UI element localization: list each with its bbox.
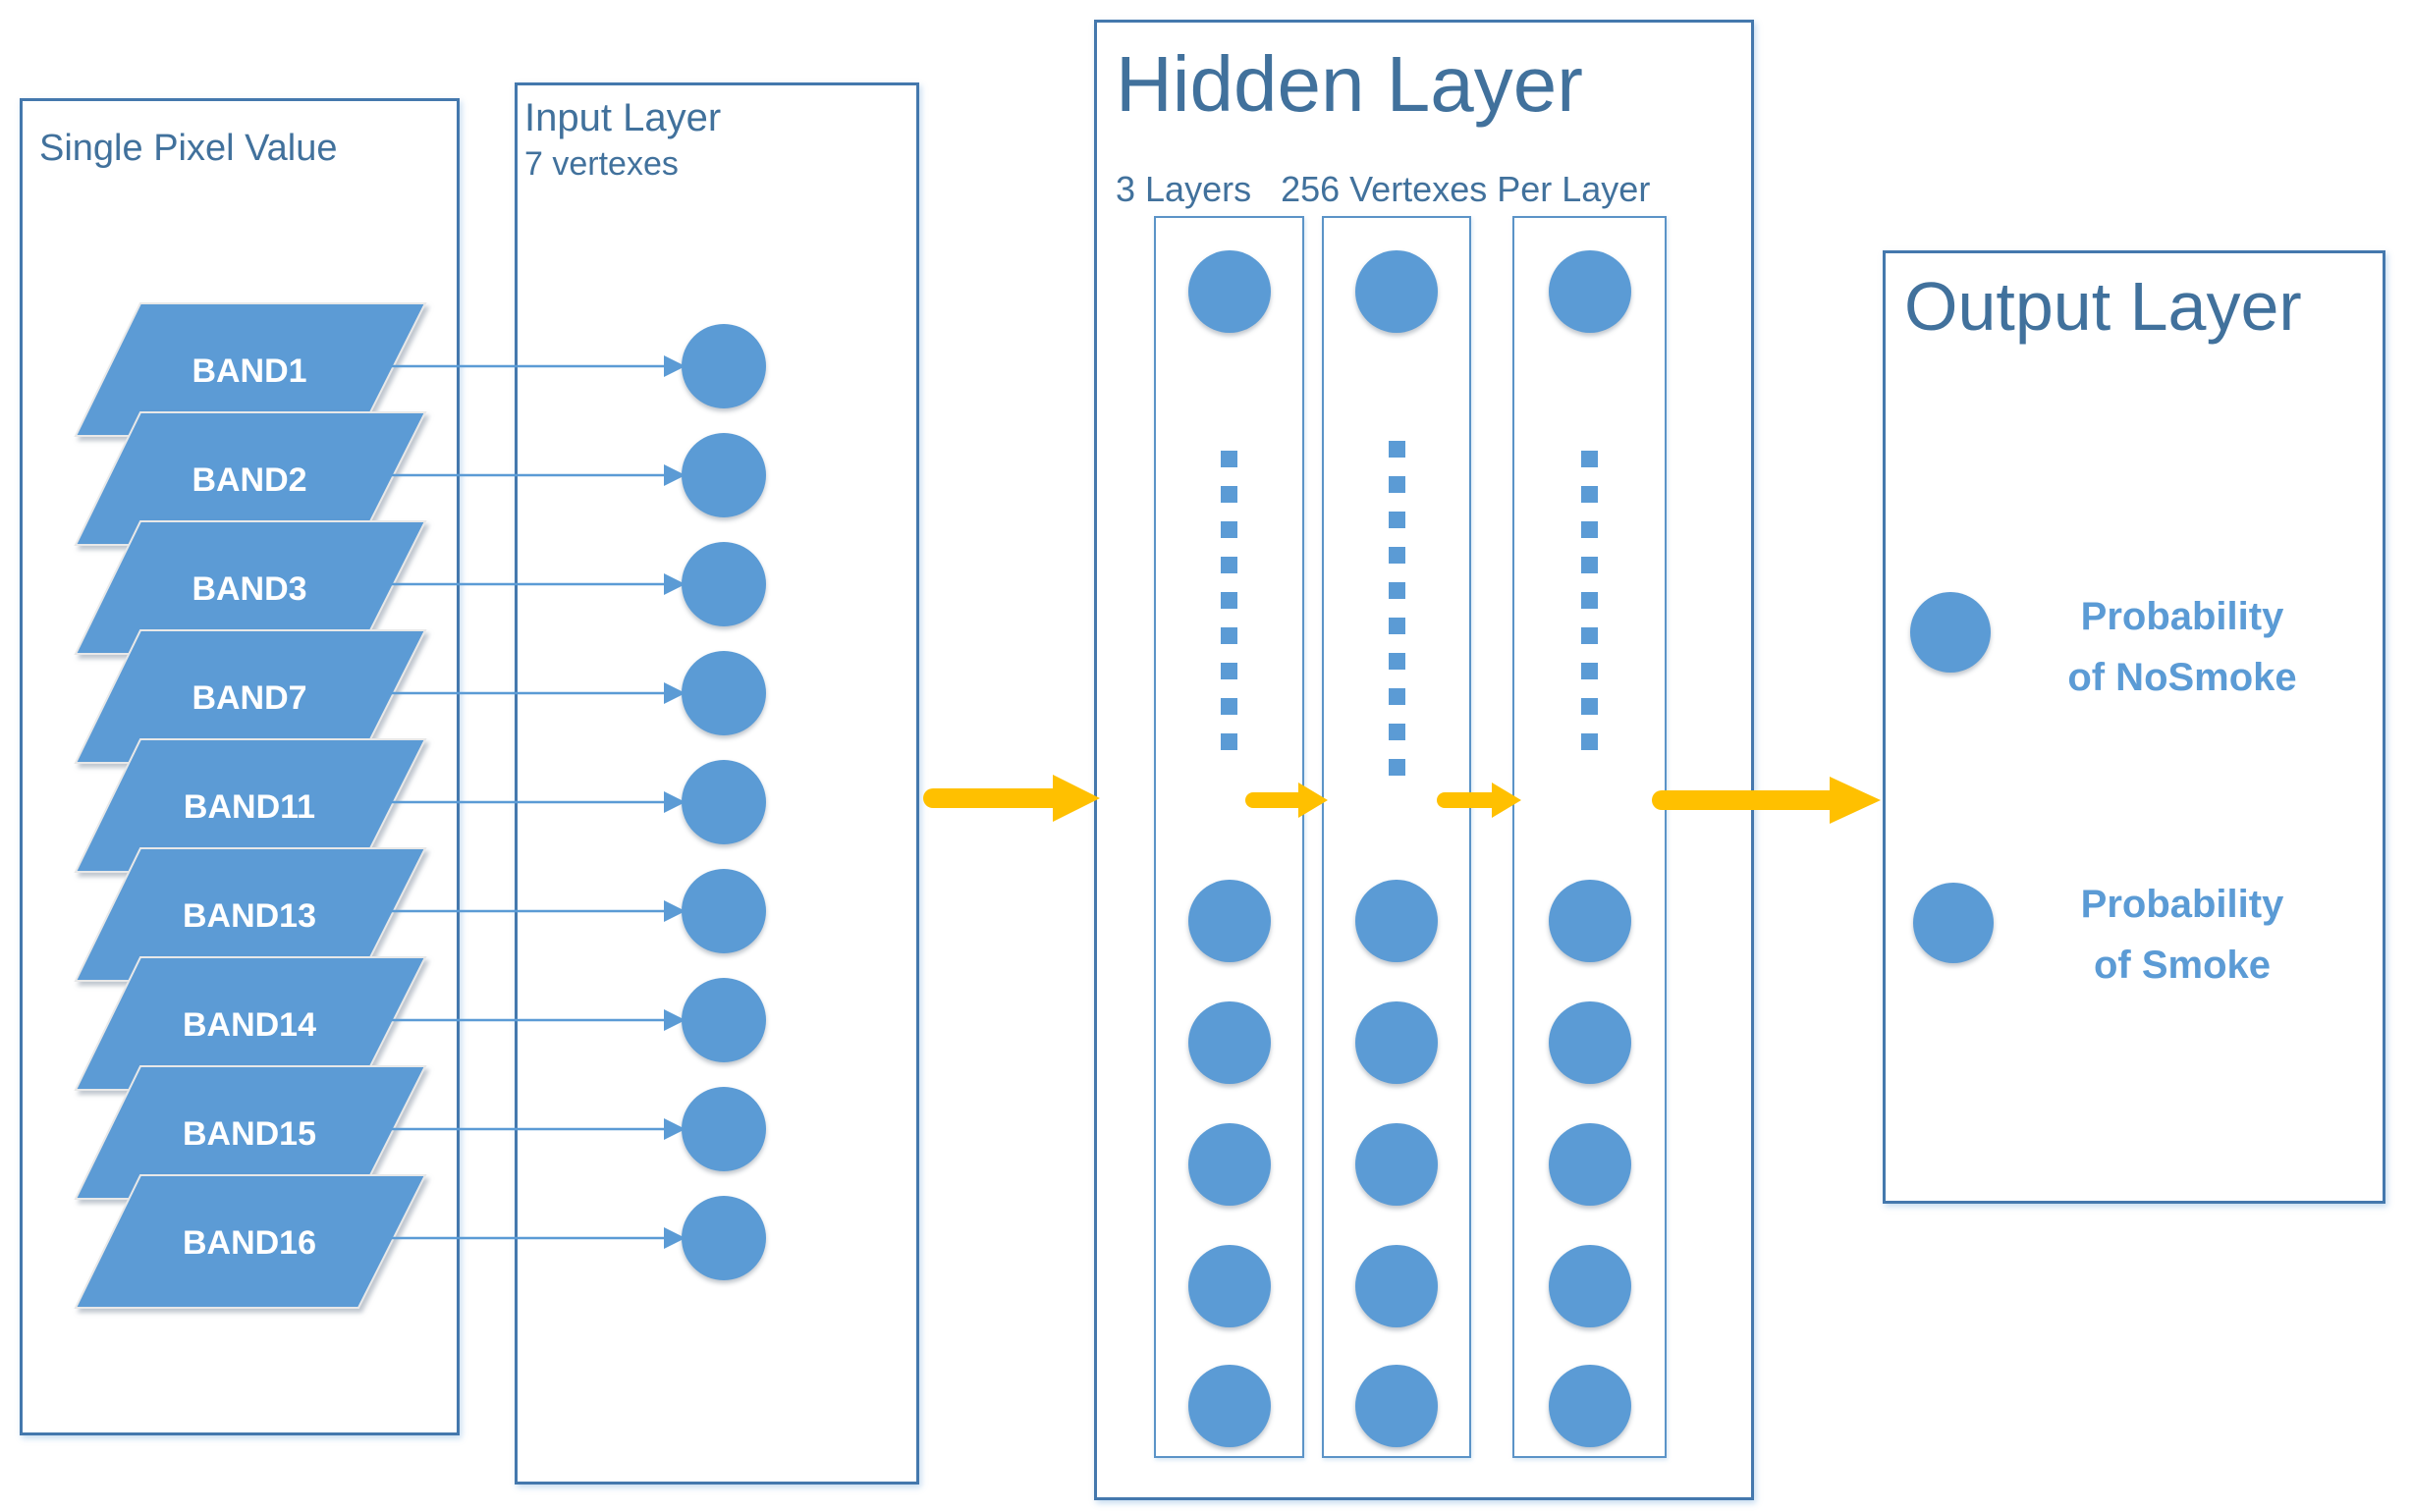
hidden-col1-bottom-vertex-3 bbox=[1187, 1123, 1271, 1206]
arrow-input-to-hidden-head bbox=[1053, 775, 1100, 822]
hidden-col2-ellipsis-dot bbox=[1388, 476, 1405, 493]
hidden-col1-ellipsis-dot bbox=[1221, 592, 1237, 609]
hidden-col3-ellipsis-dot bbox=[1581, 521, 1598, 538]
hidden-col3-bottom-vertex-3 bbox=[1548, 1123, 1631, 1206]
hidden-col3-ellipsis-dot bbox=[1581, 451, 1598, 467]
input-vertex-4 bbox=[682, 651, 766, 735]
input-vertex-2 bbox=[682, 433, 766, 517]
hidden-col3-ellipsis-dot bbox=[1581, 592, 1598, 609]
output-node-nosmoke bbox=[1910, 592, 1991, 673]
output-label-nosmoke: Probability of NoSmoke bbox=[1996, 586, 2369, 708]
hidden-col3-bottom-vertex-5 bbox=[1548, 1365, 1631, 1447]
hidden-col2-bottom-vertex-2 bbox=[1355, 1001, 1438, 1084]
single-pixel-value-box bbox=[20, 98, 460, 1435]
hidden-col2-ellipsis-dot bbox=[1388, 512, 1405, 528]
input-layer-subtitle: 7 vertexes bbox=[524, 145, 679, 183]
hidden-col1-ellipsis-dot bbox=[1221, 663, 1237, 679]
hidden-col2-bottom-vertex-1 bbox=[1355, 880, 1438, 962]
hidden-col1-ellipsis-dot bbox=[1221, 698, 1237, 715]
single-pixel-title: Single Pixel Value bbox=[39, 128, 338, 169]
hidden-col1-bottom-vertex-4 bbox=[1187, 1245, 1271, 1327]
hidden-col1-ellipsis-dot bbox=[1221, 451, 1237, 467]
hidden-col3-ellipsis-dot bbox=[1581, 486, 1598, 503]
hidden-col2-ellipsis-dot bbox=[1388, 759, 1405, 776]
input-vertex-5 bbox=[682, 760, 766, 844]
hidden-col2-ellipsis-dot bbox=[1388, 441, 1405, 458]
hidden-col3-ellipsis-dot bbox=[1581, 557, 1598, 573]
hidden-col3-ellipsis-dot bbox=[1581, 663, 1598, 679]
input-layer-title: Input Layer bbox=[524, 96, 722, 139]
hidden-column-1 bbox=[1154, 216, 1304, 1458]
arrow-hidden-to-output-head bbox=[1830, 777, 1881, 824]
hidden-col3-top-vertex bbox=[1548, 250, 1631, 333]
hidden-col1-bottom-vertex-2 bbox=[1187, 1001, 1271, 1084]
output-label-smoke-line1: Probability bbox=[2080, 883, 2284, 926]
input-vertex-3 bbox=[682, 542, 766, 626]
hidden-col2-ellipsis-dot bbox=[1388, 582, 1405, 599]
hidden-layer-title: Hidden Layer bbox=[1116, 40, 1583, 128]
input-vertex-9 bbox=[682, 1196, 766, 1280]
hidden-col3-ellipsis-dot bbox=[1581, 698, 1598, 715]
hidden-col2-ellipsis-dot bbox=[1388, 724, 1405, 740]
input-vertex-7 bbox=[682, 978, 766, 1062]
hidden-col2-ellipsis-dot bbox=[1388, 618, 1405, 634]
hidden-col3-bottom-vertex-4 bbox=[1548, 1245, 1631, 1327]
hidden-col2-bottom-vertex-4 bbox=[1355, 1245, 1438, 1327]
output-label-smoke: Probability of Smoke bbox=[1996, 874, 2369, 996]
hidden-col2-ellipsis-dot bbox=[1388, 653, 1405, 670]
output-label-nosmoke-line1: Probability bbox=[2080, 595, 2284, 638]
hidden-col2-ellipsis-dot bbox=[1388, 688, 1405, 705]
hidden-col3-ellipsis-dot bbox=[1581, 627, 1598, 644]
output-node-smoke bbox=[1913, 883, 1994, 963]
hidden-col1-ellipsis-dot bbox=[1221, 521, 1237, 538]
hidden-col2-ellipsis-dot bbox=[1388, 547, 1405, 564]
output-label-smoke-line2: of Smoke bbox=[2093, 944, 2272, 987]
hidden-col2-bottom-vertex-5 bbox=[1355, 1365, 1438, 1447]
input-vertex-1 bbox=[682, 324, 766, 408]
hidden-col3-ellipsis-dot bbox=[1581, 733, 1598, 750]
hidden-col2-bottom-vertex-3 bbox=[1355, 1123, 1438, 1206]
output-layer-title: Output Layer bbox=[1904, 268, 2302, 345]
output-label-nosmoke-line2: of NoSmoke bbox=[2067, 656, 2297, 699]
hidden-col1-bottom-vertex-5 bbox=[1187, 1365, 1271, 1447]
hidden-col1-top-vertex bbox=[1187, 250, 1271, 333]
hidden-col2-top-vertex bbox=[1355, 250, 1438, 333]
input-vertex-6 bbox=[682, 869, 766, 953]
hidden-col1-ellipsis-dot bbox=[1221, 557, 1237, 573]
hidden-layer-subtitle: 3 Layers 256 Vertexes Per Layer bbox=[1116, 169, 1651, 209]
hidden-col3-bottom-vertex-2 bbox=[1548, 1001, 1631, 1084]
hidden-col1-ellipsis-dot bbox=[1221, 733, 1237, 750]
input-vertex-8 bbox=[682, 1087, 766, 1171]
output-layer-box bbox=[1883, 250, 2385, 1204]
hidden-col1-bottom-vertex-1 bbox=[1187, 880, 1271, 962]
hidden-col1-ellipsis-dot bbox=[1221, 627, 1237, 644]
hidden-col3-bottom-vertex-1 bbox=[1548, 880, 1631, 962]
hidden-col1-ellipsis-dot bbox=[1221, 486, 1237, 503]
